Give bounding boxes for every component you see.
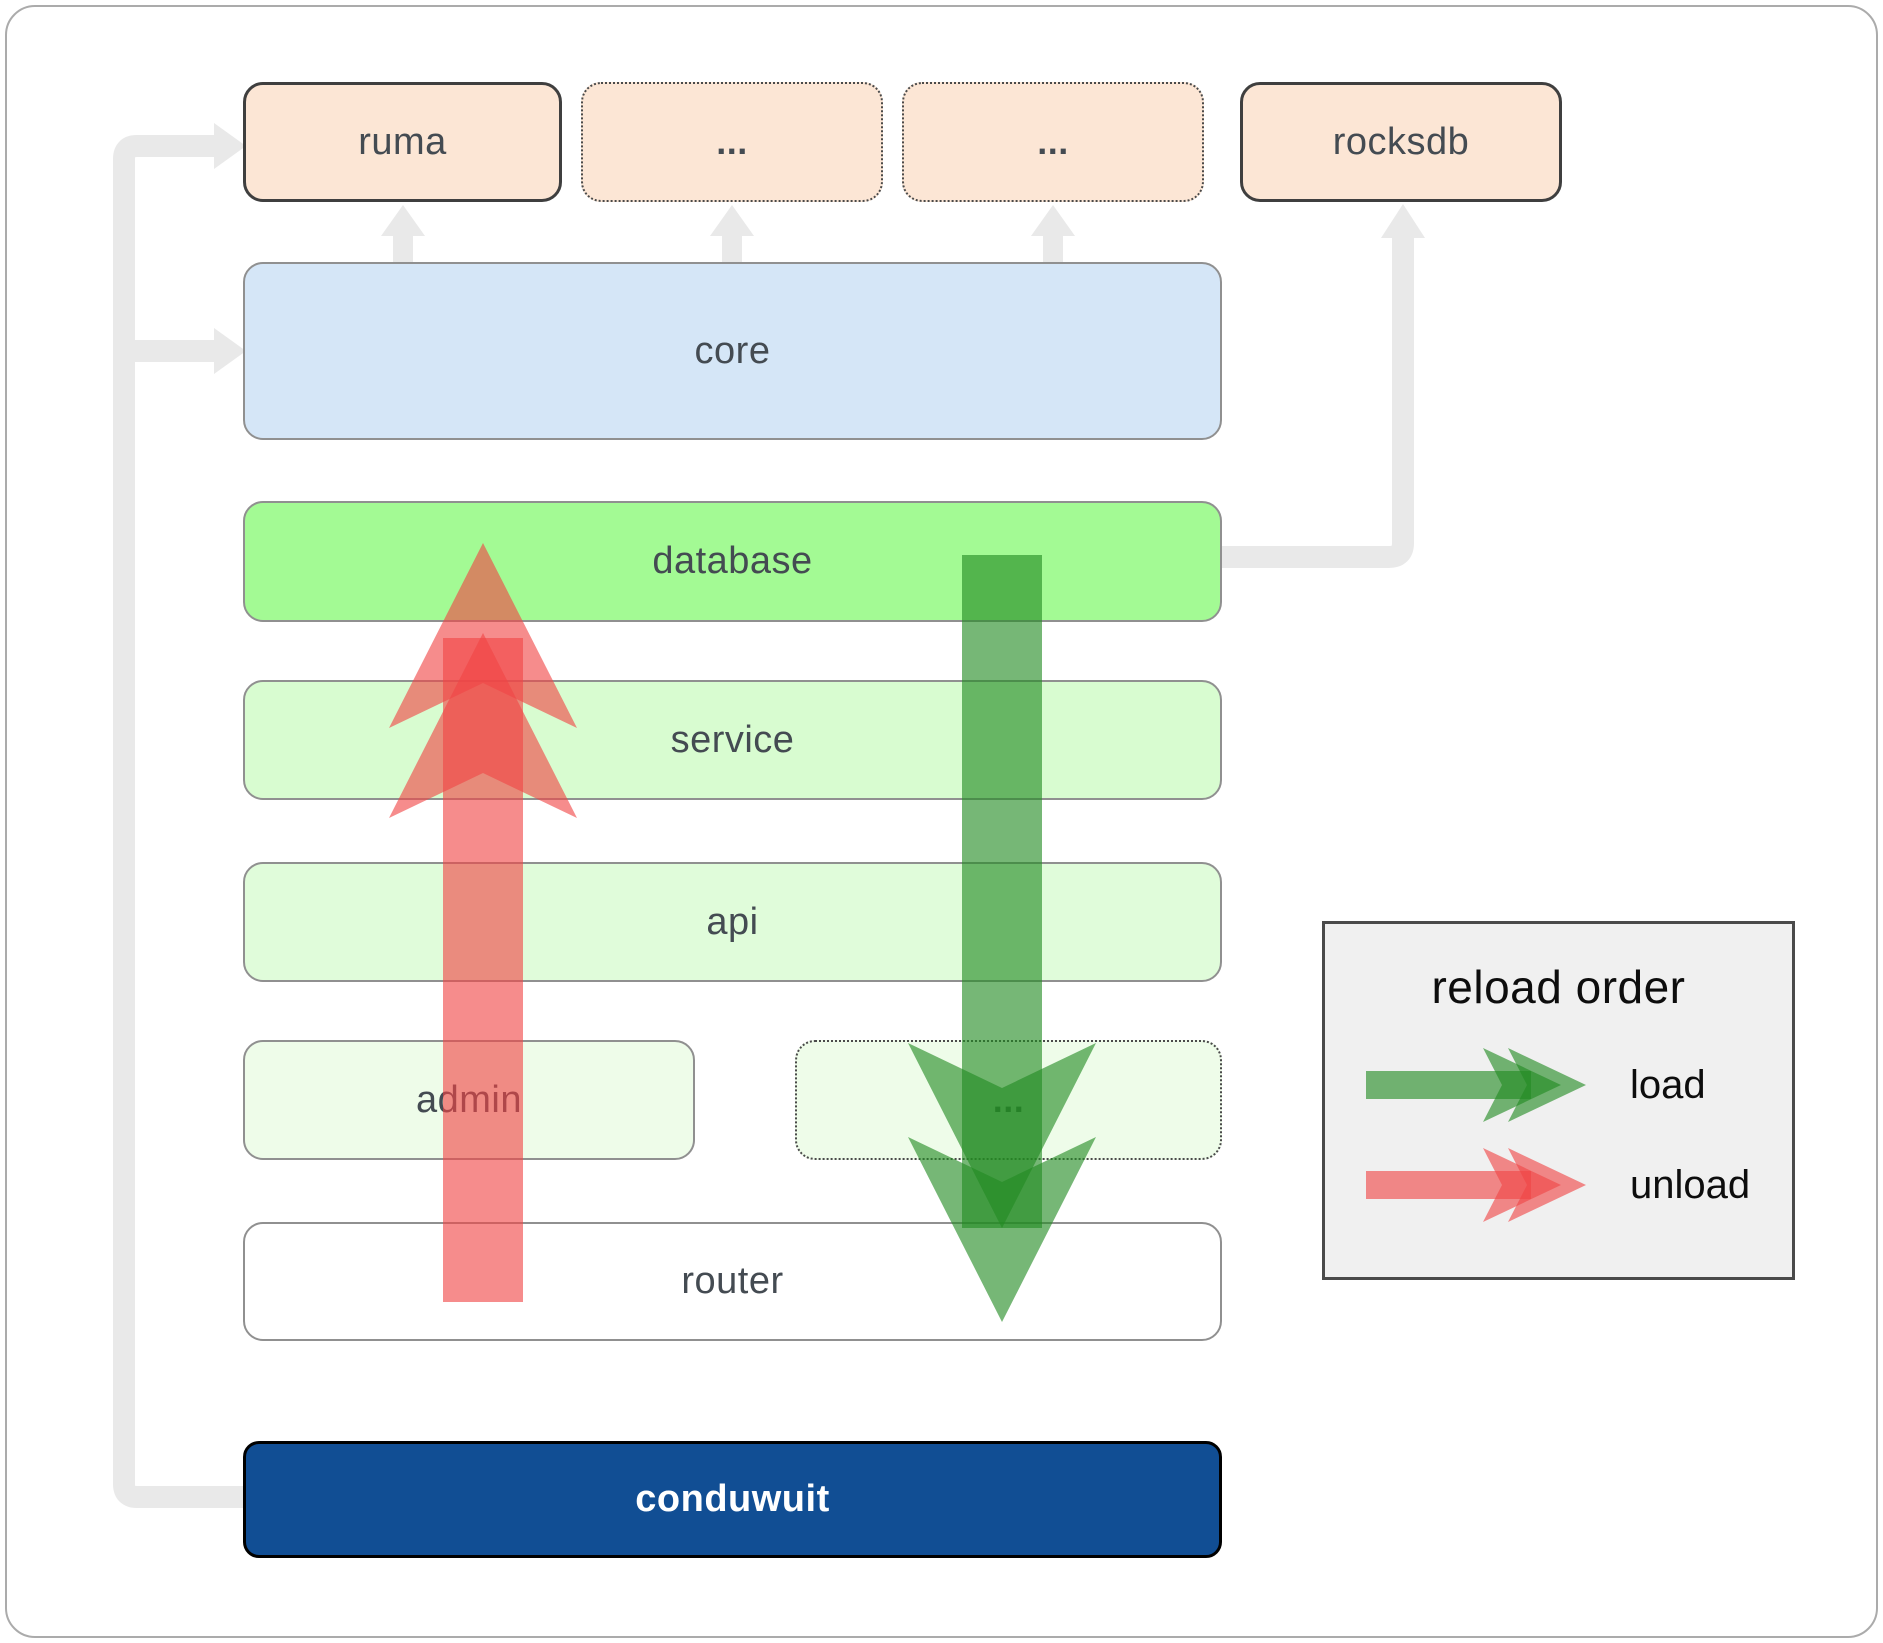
arrowhead-core-to-deps2 — [1031, 205, 1075, 236]
legend-load-arrow-head-inner — [1483, 1048, 1561, 1122]
box-router-label: router — [681, 1260, 784, 1302]
arrowhead-into-core — [214, 328, 246, 374]
legend-reload-order: reload order load unload — [1322, 921, 1795, 1280]
box-core-label: core — [694, 329, 771, 372]
box-api-label: api — [706, 900, 759, 943]
database-to-rocksdb-line — [1222, 237, 1414, 568]
box-database: database — [243, 501, 1222, 622]
legend-unload-label: unload — [1630, 1162, 1751, 1207]
box-ruma: ruma — [243, 82, 562, 202]
box-service-label: service — [670, 718, 795, 761]
box-rocksdb-label: rocksdb — [1332, 120, 1470, 163]
unload-arrow-head-lower — [389, 633, 577, 818]
box-database-label: database — [652, 540, 813, 582]
box-router: router — [243, 1222, 1222, 1341]
legend-unload-arrow-head-outer — [1508, 1148, 1586, 1222]
legend-unload-arrow-head-inner — [1483, 1148, 1561, 1222]
box-dependency-ellipsis-1: ... — [581, 82, 883, 202]
box-conduwuit-label: conduwuit — [635, 1478, 830, 1520]
legend-unload-arrow-icon — [1366, 1148, 1586, 1222]
load-arrow-head-upper — [908, 1043, 1096, 1228]
legend-load-label: load — [1630, 1062, 1706, 1107]
legend-load-arrow-icon — [1366, 1048, 1586, 1122]
arrowhead-core-to-ruma — [381, 205, 425, 236]
box-rocksdb: rocksdb — [1240, 82, 1562, 202]
arrowhead-into-ruma — [214, 123, 246, 169]
box-api: api — [243, 862, 1222, 982]
arrowhead-into-rocksdb — [1381, 204, 1425, 238]
box-dependency-ellipsis-1-label: ... — [716, 121, 748, 162]
box-ruma-label: ruma — [358, 120, 447, 163]
legend-title: reload order — [1431, 961, 1686, 1013]
box-dependency-ellipsis-2-label: ... — [1037, 121, 1069, 162]
arrowhead-core-to-deps1 — [710, 205, 754, 236]
legend-load-arrow-head-outer — [1508, 1048, 1586, 1122]
box-dependency-ellipsis-2: ... — [902, 82, 1204, 202]
load-arrow-head-lower — [908, 1137, 1096, 1322]
box-conduwuit: conduwuit — [243, 1441, 1222, 1558]
box-core: core — [243, 262, 1222, 440]
conduwuit-to-ruma-line — [113, 135, 243, 1508]
